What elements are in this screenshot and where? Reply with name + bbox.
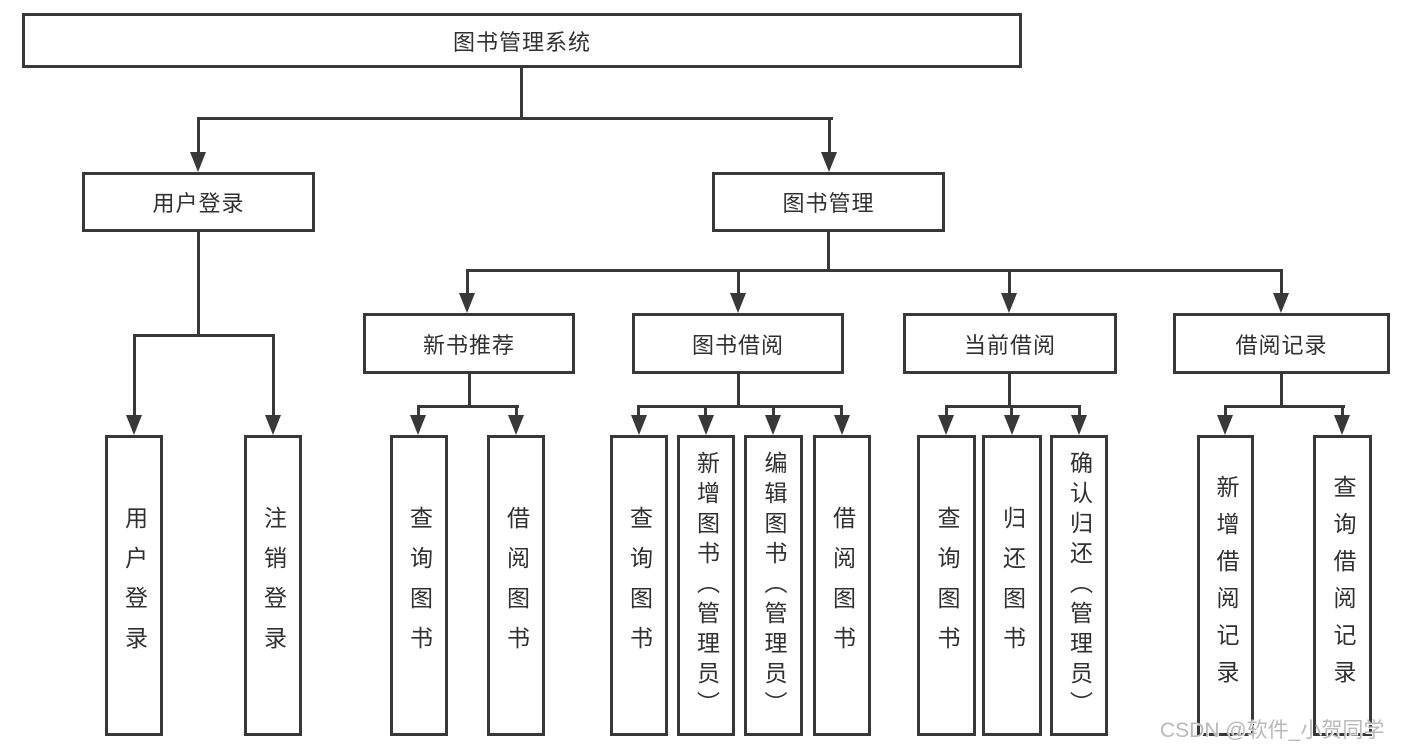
connector-line [1010, 405, 1013, 419]
arrowhead-down-icon [265, 415, 281, 435]
node-label: 图书借阅 [691, 332, 784, 358]
leaf-add-borrow-record: 新增借阅记录 [1197, 435, 1254, 736]
connector-line [840, 405, 843, 419]
node-label: 借阅图书 [503, 505, 530, 666]
connector-line [1008, 269, 1011, 296]
leaf-borrow-books: 借阅图书 [813, 435, 871, 736]
arrowhead-down-icon [821, 152, 837, 172]
node-user-login: 用户登录 [82, 172, 315, 232]
node-label: 查询图书 [934, 505, 960, 666]
arrowhead-down-icon [938, 415, 954, 435]
connector-line [417, 405, 420, 419]
connector-line [417, 405, 519, 408]
connector-line [1280, 269, 1283, 296]
arrowhead-down-icon [1273, 293, 1289, 313]
connector-line [737, 269, 740, 296]
node-book-borrow: 图书借阅 [632, 313, 844, 374]
node-label: 查询图书 [406, 505, 433, 666]
arrowhead-down-icon [765, 415, 781, 435]
node-label: 当前借阅 [963, 332, 1056, 358]
node-label: 确认归还（管理员） [1066, 450, 1093, 721]
arrowhead-down-icon [1217, 415, 1233, 435]
connector-line [466, 269, 469, 296]
arrowhead-down-icon [459, 293, 475, 313]
node-label: 编辑图书（管理员） [761, 450, 787, 721]
connector-line [828, 117, 831, 156]
connector-line [466, 269, 1283, 272]
leaf-add-books-admin: 新增图书（管理员） [677, 435, 735, 736]
connector-line [197, 232, 200, 337]
leaf-query-books-borrow: 查询图书 [610, 435, 668, 736]
node-library-management-system: 图书管理系统 [22, 13, 1022, 68]
leaf-borrow-books-recommend: 借阅图书 [487, 435, 545, 736]
node-book-management: 图书管理 [712, 172, 945, 232]
csdn-watermark: CSDN @软件_小贺同学 [1160, 719, 1385, 742]
node-label: 图书管理系统 [452, 29, 591, 55]
leaf-logout: 注销登录 [244, 435, 302, 736]
connector-line [133, 334, 275, 337]
arrowhead-down-icon [126, 415, 142, 435]
connector-line [272, 334, 275, 418]
connector-line [133, 334, 136, 418]
connector-line [772, 405, 775, 419]
connector-line [945, 405, 1081, 408]
connector-line [468, 373, 471, 408]
node-new-book-recommend: 新书推荐 [363, 313, 575, 374]
connector-line [945, 405, 948, 419]
arrowhead-down-icon [190, 152, 206, 172]
connector-line [1341, 405, 1344, 419]
node-label: 查询借阅记录 [1330, 474, 1356, 697]
arrowhead-down-icon [1004, 415, 1020, 435]
connector-line [520, 68, 523, 118]
leaf-user-login: 用户登录 [105, 435, 163, 736]
connector-line [637, 405, 640, 419]
node-label: 新书推荐 [422, 332, 515, 358]
node-label: 新增图书（管理员） [693, 450, 720, 721]
connector-line [637, 405, 843, 408]
arrowhead-down-icon [508, 415, 524, 435]
leaf-query-books-recommend: 查询图书 [390, 435, 448, 736]
connector-line [737, 373, 740, 408]
node-label: 注销登录 [260, 505, 287, 666]
node-label: 用户登录 [121, 505, 148, 666]
node-label: 新增借阅记录 [1213, 474, 1239, 697]
leaf-query-borrow-record: 查询借阅记录 [1313, 435, 1372, 736]
connector-line [197, 117, 200, 156]
node-borrow-records: 借阅记录 [1173, 313, 1390, 374]
node-label: 归还图书 [999, 505, 1026, 666]
connector-line [1280, 373, 1283, 408]
arrowhead-down-icon [834, 415, 850, 435]
leaf-return-books: 归还图书 [982, 435, 1042, 736]
connector-line [197, 117, 833, 120]
connector-line [515, 405, 518, 419]
leaf-query-books-current: 查询图书 [917, 435, 976, 736]
arrowhead-down-icon [698, 415, 714, 435]
node-label: 借阅图书 [829, 505, 856, 666]
node-label: 图书管理 [782, 191, 875, 216]
connector-line [1078, 405, 1081, 419]
arrowhead-down-icon [730, 293, 746, 313]
connector-line [1008, 373, 1011, 408]
leaf-confirm-return-admin: 确认归还（管理员） [1050, 435, 1108, 736]
node-label: 用户登录 [152, 191, 245, 216]
arrowhead-down-icon [1334, 415, 1350, 435]
node-label: 查询图书 [626, 505, 653, 666]
arrowhead-down-icon [1001, 293, 1017, 313]
connector-line [1224, 405, 1345, 408]
arrowhead-down-icon [1071, 415, 1087, 435]
connector-line [827, 232, 830, 272]
leaf-edit-books-admin: 编辑图书（管理员） [744, 435, 803, 736]
connector-line [704, 405, 707, 419]
node-label: 借阅记录 [1235, 332, 1328, 358]
arrowhead-down-icon [410, 415, 426, 435]
node-current-borrow: 当前借阅 [903, 313, 1117, 374]
arrowhead-down-icon [631, 415, 647, 435]
connector-line [1224, 405, 1227, 419]
